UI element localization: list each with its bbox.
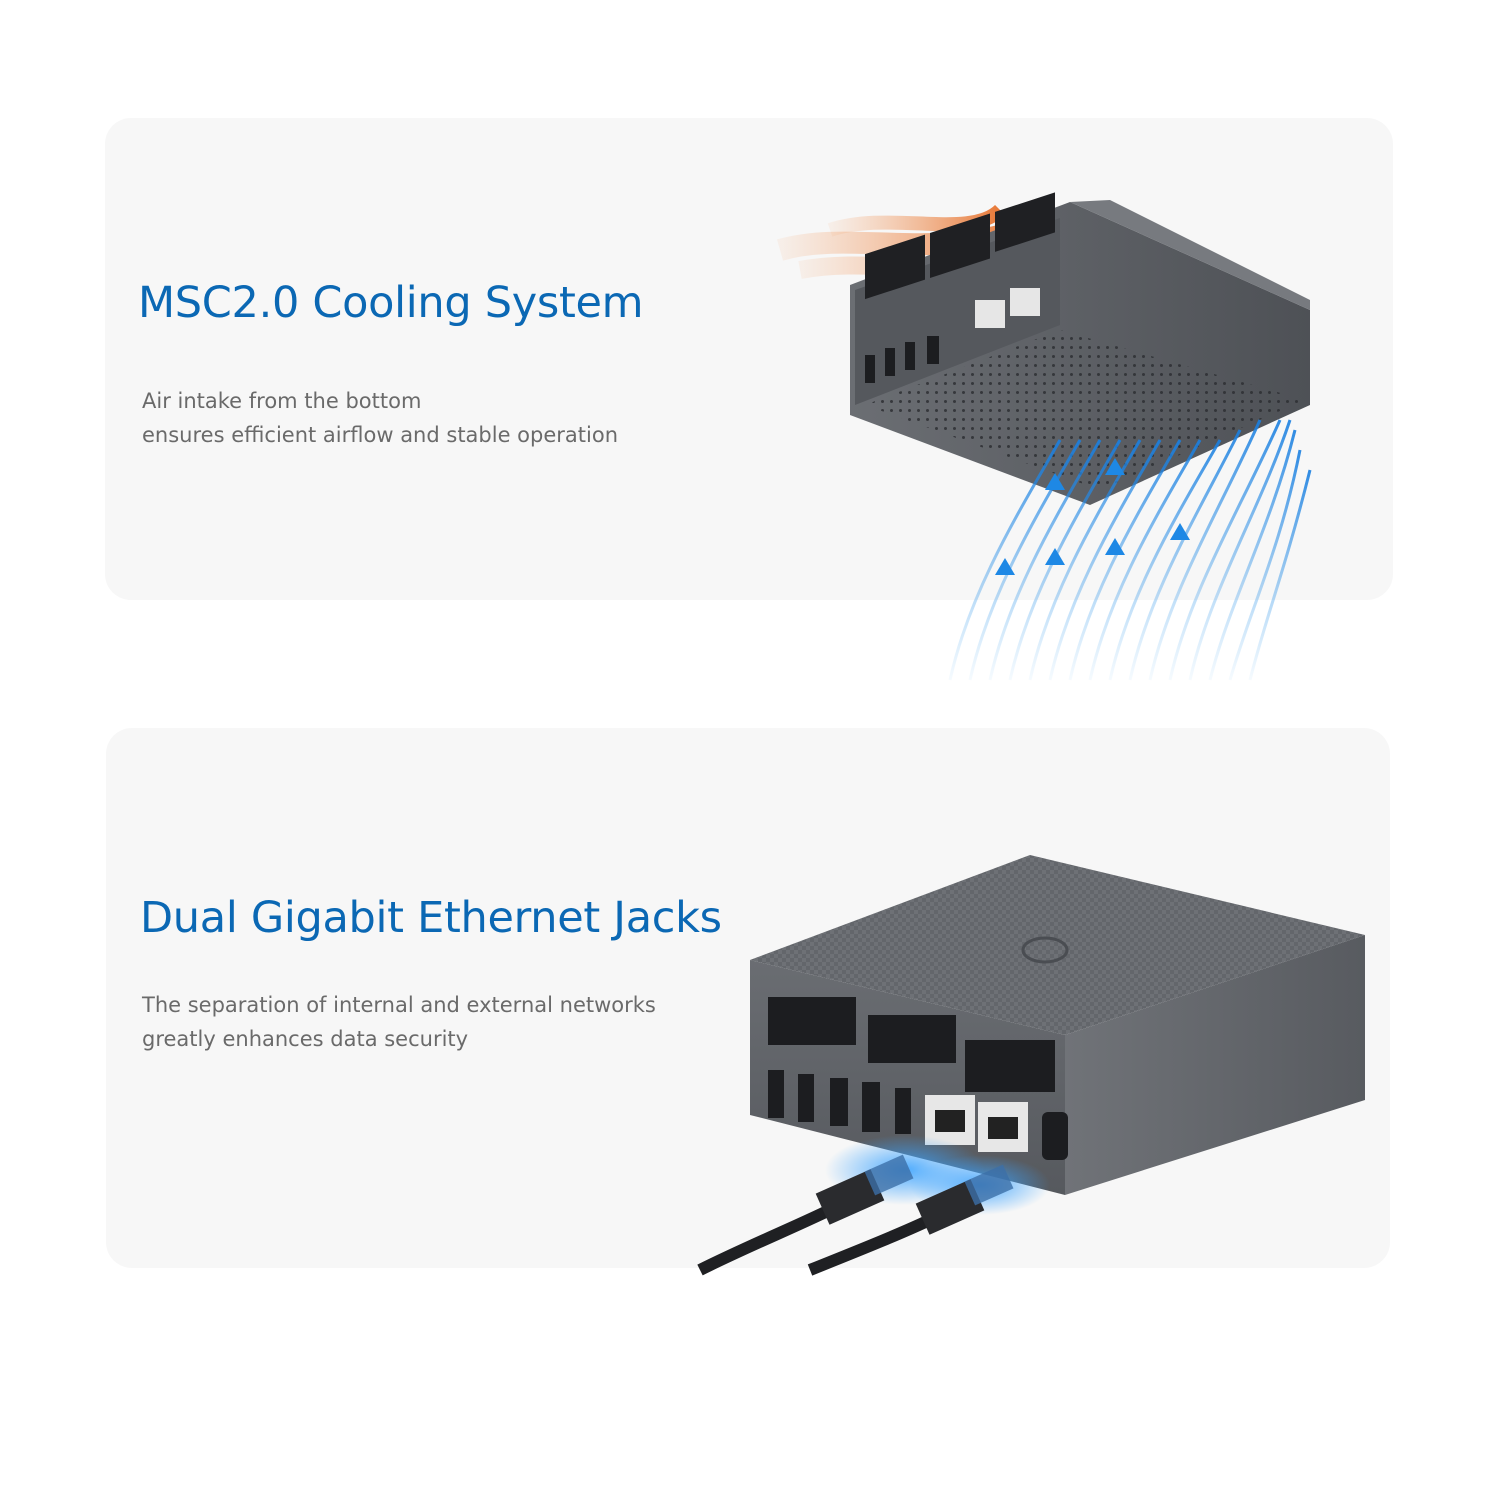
ethernet-port-icon bbox=[975, 300, 1005, 328]
description-line: The separation of internal and external … bbox=[142, 993, 656, 1017]
section-title-ethernet: Dual Gigabit Ethernet Jacks bbox=[140, 893, 722, 943]
vent-grille bbox=[768, 997, 1055, 1092]
power-socket-icon bbox=[1042, 1112, 1068, 1160]
usb-port-icon bbox=[895, 1088, 911, 1134]
section-title-cooling: MSC2.0 Cooling System bbox=[138, 278, 644, 328]
description-line: ensures efficient airflow and stable ope… bbox=[142, 423, 619, 447]
hdmi-port-icon bbox=[862, 1082, 880, 1132]
usb-port-icon bbox=[885, 348, 895, 376]
usb-port-icon bbox=[865, 355, 875, 383]
ethernet-cable bbox=[807, 1164, 1014, 1276]
cool-air-flow bbox=[948, 419, 1312, 681]
mini-pc-bottom-airflow-image bbox=[776, 192, 1312, 681]
description-line: greatly enhances data security bbox=[142, 1027, 469, 1051]
hdmi-port-icon bbox=[830, 1078, 848, 1126]
ethernet-cable bbox=[697, 1154, 914, 1276]
hdmi-port-icon bbox=[927, 336, 939, 364]
bottom-vent-grille bbox=[865, 330, 1305, 490]
airflow-arrow-icon bbox=[995, 458, 1190, 575]
chassis-side bbox=[1065, 935, 1365, 1195]
usb-port-icon bbox=[768, 1070, 784, 1118]
ethernet-port-icon bbox=[1010, 288, 1040, 316]
usb-port-icon bbox=[798, 1074, 814, 1122]
section-description-cooling: Air intake from the bottom ensures effic… bbox=[142, 384, 618, 452]
description-line: Air intake from the bottom bbox=[142, 389, 422, 413]
usb-port-icon bbox=[905, 342, 915, 370]
mini-pc-ethernet-image bbox=[697, 855, 1365, 1276]
chassis-top bbox=[750, 855, 1365, 1035]
brand-logo-icon bbox=[1021, 936, 1069, 964]
section-description-ethernet: The separation of internal and external … bbox=[142, 988, 656, 1056]
